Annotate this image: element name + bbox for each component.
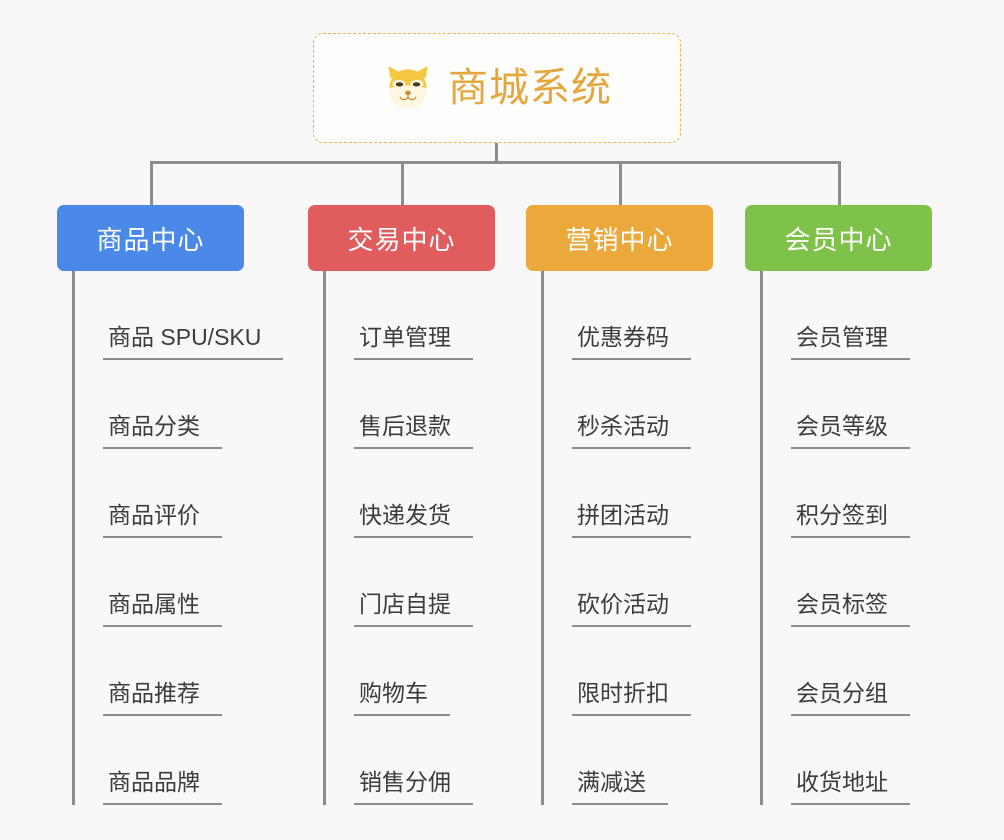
leaf-label: 优惠券码 [572, 324, 691, 360]
connector-spine-0 [72, 271, 75, 805]
leaf-list-3: 会员管理 会员等级 积分签到 会员标签 会员分组 收货地址 [745, 271, 932, 805]
connector-root-stem [495, 143, 498, 163]
list-item[interactable]: 商品属性 [57, 538, 283, 627]
connector-drop-4 [838, 161, 841, 207]
leaf-list-1: 订单管理 售后退款 快递发货 门店自提 购物车 销售分佣 [308, 271, 495, 805]
leaf-label: 满减送 [572, 769, 668, 805]
list-item[interactable]: 商品品牌 [57, 716, 283, 805]
branch-header-0[interactable]: 商品中心 [57, 205, 244, 271]
leaf-label: 会员标签 [791, 591, 910, 627]
leaf-label: 积分签到 [791, 502, 910, 538]
list-item[interactable]: 拼团活动 [526, 449, 713, 538]
leaf-label: 购物车 [354, 680, 450, 716]
shiba-dog-face-icon [382, 62, 434, 114]
leaf-label: 商品分类 [103, 413, 222, 449]
leaf-label: 售后退款 [354, 413, 473, 449]
leaf-label: 会员管理 [791, 324, 910, 360]
list-item[interactable]: 购物车 [308, 627, 495, 716]
list-item[interactable]: 销售分佣 [308, 716, 495, 805]
list-item[interactable]: 门店自提 [308, 538, 495, 627]
leaf-label: 砍价活动 [572, 591, 691, 627]
branch-column-营销中心: 营销中心 优惠券码 秒杀活动 拼团活动 砍价活动 限时折扣 满减送 [526, 205, 713, 805]
leaf-label: 拼团活动 [572, 502, 691, 538]
connector-drop-3 [619, 161, 622, 207]
connector-drop-1 [150, 161, 153, 207]
branch-header-label: 会员中心 [784, 224, 893, 255]
leaf-list-2: 优惠券码 秒杀活动 拼团活动 砍价活动 限时折扣 满减送 [526, 271, 713, 805]
branch-header-3[interactable]: 会员中心 [745, 205, 932, 271]
leaf-label: 限时折扣 [572, 680, 691, 716]
branch-header-1[interactable]: 交易中心 [308, 205, 495, 271]
list-item[interactable]: 快递发货 [308, 449, 495, 538]
branch-header-label: 交易中心 [347, 224, 456, 255]
branch-column-会员中心: 会员中心 会员管理 会员等级 积分签到 会员标签 会员分组 收货地址 [745, 205, 932, 805]
branch-header-label: 商品中心 [96, 224, 205, 255]
branch-column-交易中心: 交易中心 订单管理 售后退款 快递发货 门店自提 购物车 销售分佣 [308, 205, 495, 805]
list-item[interactable]: 商品分类 [57, 360, 283, 449]
leaf-label: 销售分佣 [354, 769, 473, 805]
leaf-label: 会员分组 [791, 680, 910, 716]
leaf-label: 订单管理 [354, 324, 473, 360]
list-item[interactable]: 积分签到 [745, 449, 932, 538]
list-item[interactable]: 会员标签 [745, 538, 932, 627]
branch-column-商品中心: 商品中心 商品 SPU/SKU 商品分类 商品评价 商品属性 商品推荐 商品品牌 [57, 205, 284, 805]
list-item[interactable]: 商品 SPU/SKU [57, 271, 284, 360]
leaf-label: 商品推荐 [103, 680, 222, 716]
list-item[interactable]: 会员等级 [745, 360, 932, 449]
leaf-label: 商品 SPU/SKU [103, 324, 284, 360]
leaf-label: 门店自提 [354, 591, 473, 627]
leaf-label: 商品属性 [103, 591, 222, 627]
branch-header-2[interactable]: 营销中心 [526, 205, 713, 271]
list-item[interactable]: 会员分组 [745, 627, 932, 716]
root-title: 商城系统 [448, 66, 612, 110]
connector-drop-2 [401, 161, 404, 207]
leaf-label: 快递发货 [354, 502, 473, 538]
list-item[interactable]: 秒杀活动 [526, 360, 713, 449]
list-item[interactable]: 会员管理 [745, 271, 932, 360]
list-item[interactable]: 收货地址 [745, 716, 932, 805]
leaf-label: 会员等级 [791, 413, 910, 449]
leaf-label: 收货地址 [791, 769, 910, 805]
list-item[interactable]: 售后退款 [308, 360, 495, 449]
list-item[interactable]: 砍价活动 [526, 538, 713, 627]
connector-spine-3 [760, 271, 763, 805]
connector-horizontal-bus [150, 161, 840, 164]
connector-spine-2 [541, 271, 544, 805]
leaf-list-0: 商品 SPU/SKU 商品分类 商品评价 商品属性 商品推荐 商品品牌 [57, 271, 284, 805]
branch-header-label: 营销中心 [565, 224, 674, 255]
list-item[interactable]: 订单管理 [308, 271, 495, 360]
list-item[interactable]: 商品推荐 [57, 627, 283, 716]
leaf-label: 商品品牌 [103, 769, 222, 805]
list-item[interactable]: 优惠券码 [526, 271, 713, 360]
list-item[interactable]: 商品评价 [57, 449, 283, 538]
root-node[interactable]: 商城系统 [313, 33, 681, 143]
connector-spine-1 [323, 271, 326, 805]
leaf-label: 商品评价 [103, 502, 222, 538]
list-item[interactable]: 满减送 [526, 716, 713, 805]
leaf-label: 秒杀活动 [572, 413, 691, 449]
list-item[interactable]: 限时折扣 [526, 627, 713, 716]
